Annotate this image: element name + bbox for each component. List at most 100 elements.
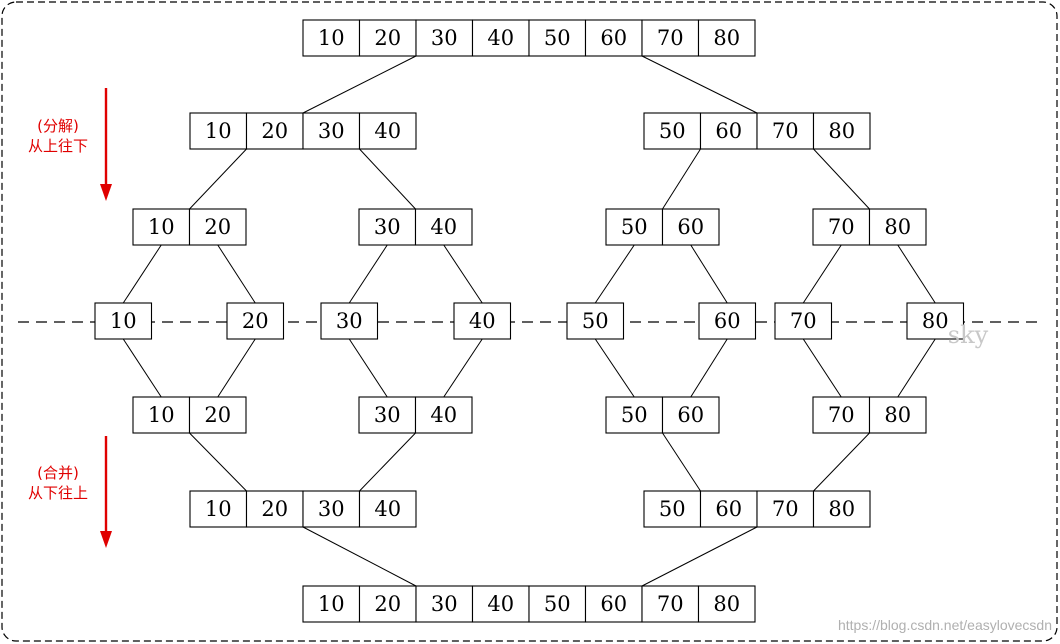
array-cell (756, 112, 815, 150)
cell-value: 30 (336, 309, 363, 333)
cell-value: 10 (148, 403, 175, 427)
cell-value: 20 (374, 26, 401, 50)
cell-value: 50 (621, 215, 648, 239)
array-cell (358, 585, 417, 623)
array-cell (812, 208, 871, 246)
cell-value: 20 (261, 497, 288, 521)
cell-value: 60 (600, 592, 627, 616)
connector-line (217, 338, 256, 398)
connector-line (690, 338, 728, 398)
cell-value: 40 (487, 592, 514, 616)
array-cell (756, 490, 815, 528)
cell-value: 10 (318, 26, 345, 50)
cell-value: 10 (148, 215, 175, 239)
cell-value: 60 (714, 309, 741, 333)
array-cell (774, 302, 833, 340)
array-cell (188, 396, 247, 434)
cell-value: 80 (884, 215, 911, 239)
cell-value: 30 (431, 26, 458, 50)
array-box: 30 40 (358, 208, 473, 246)
cell-value: 50 (544, 26, 571, 50)
connector-line (802, 338, 842, 398)
cell-value: 80 (828, 119, 855, 143)
array-cell (528, 19, 587, 57)
array-box: 70 (774, 302, 833, 340)
cell-value: 10 (205, 497, 232, 521)
array-box: 30 (320, 302, 379, 340)
array-cell (414, 396, 473, 434)
cell-value: 70 (772, 497, 799, 521)
merge-annotation: (合并) 从下往上 (28, 436, 112, 548)
array-cell (698, 302, 757, 340)
array-cell (868, 208, 927, 246)
array-cell (643, 112, 702, 150)
connector-line (302, 526, 417, 587)
cell-value: 60 (715, 119, 742, 143)
cell-value: 40 (430, 215, 457, 239)
connector-lines (122, 55, 936, 587)
array-box: 20 (226, 302, 285, 340)
array-cell (906, 302, 965, 340)
source-url: https://blog.csdn.net/easylovecsdn (838, 617, 1052, 633)
connector-line (662, 148, 701, 210)
cell-value: 70 (657, 592, 684, 616)
array-box: 80 (906, 302, 965, 340)
connector-line (813, 432, 870, 492)
connector-line (690, 244, 728, 304)
array-cell (812, 112, 871, 150)
connector-line (641, 55, 758, 114)
cell-value: 40 (374, 497, 401, 521)
connector-line (443, 244, 483, 304)
array-cell (641, 585, 700, 623)
connector-line (189, 148, 247, 210)
array-box: 10 20 (132, 396, 247, 434)
array-cell (699, 112, 758, 150)
connector-line (641, 526, 758, 587)
array-cell (697, 19, 756, 57)
array-box: 50 60 70 80 (643, 112, 871, 150)
divide-annotation: (分解) 从上往下 (28, 88, 112, 201)
cell-value: 80 (713, 26, 740, 50)
array-box: 60 (698, 302, 757, 340)
cell-value: 80 (713, 592, 740, 616)
connector-line (897, 244, 936, 304)
array-cell (697, 585, 756, 623)
array-cell (641, 19, 700, 57)
array-cell (868, 396, 927, 434)
cell-value: 70 (828, 215, 855, 239)
connector-line (359, 432, 416, 492)
array-cell (661, 396, 720, 434)
cell-value: 40 (469, 309, 496, 333)
connector-line (122, 338, 162, 398)
array-cell (358, 208, 417, 246)
cell-value: 40 (487, 26, 514, 50)
watermark: sky (948, 321, 989, 349)
array-cell (584, 585, 643, 623)
cell-value: 80 (884, 403, 911, 427)
cell-value: 20 (204, 403, 231, 427)
merge-label-2: 从下往上 (28, 484, 88, 502)
cell-value: 70 (772, 119, 799, 143)
cell-value: 70 (828, 403, 855, 427)
array-box: 70 80 (812, 396, 927, 434)
cell-value: 20 (374, 592, 401, 616)
cell-value: 30 (318, 119, 345, 143)
divide-label-2: 从上往下 (28, 137, 88, 155)
connector-line (122, 244, 162, 304)
cell-value: 80 (828, 497, 855, 521)
array-cell (528, 585, 587, 623)
cell-value: 50 (659, 119, 686, 143)
cell-value: 30 (374, 215, 401, 239)
cell-value: 50 (544, 592, 571, 616)
cell-value: 10 (110, 309, 137, 333)
array-cell (358, 396, 417, 434)
array-box: 40 (453, 302, 512, 340)
array-cell (605, 396, 664, 434)
